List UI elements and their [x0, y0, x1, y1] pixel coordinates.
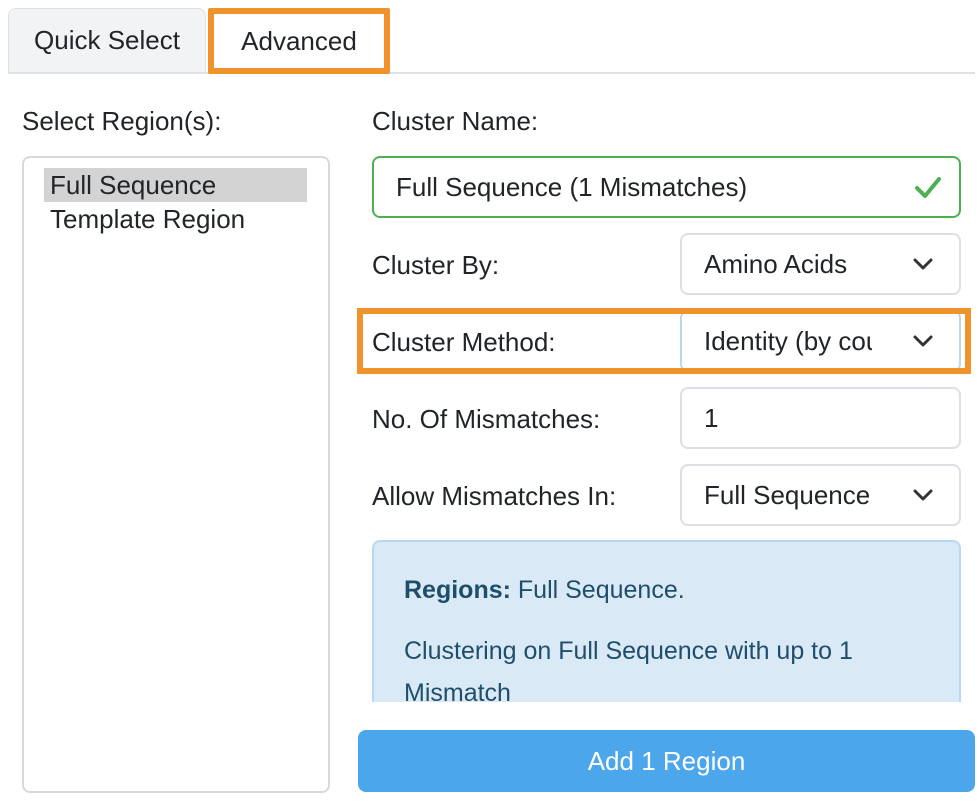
tab-quick-select[interactable]: Quick Select — [8, 8, 206, 72]
select-regions-label: Select Region(s): — [22, 106, 222, 136]
mismatches-label: No. Of Mismatches: — [372, 404, 601, 434]
mismatches-value: 1 — [704, 402, 719, 433]
add-region-button[interactable]: Add 1 Region — [358, 730, 975, 792]
region-list[interactable]: Full Sequence Template Region — [22, 156, 330, 793]
allow-mismatches-value: Full Sequence — [704, 479, 871, 510]
cluster-by-select[interactable]: Amino Acids — [680, 233, 961, 295]
info-box: Regions: Full Sequence. Clustering on Fu… — [372, 540, 961, 702]
region-item-full-sequence[interactable]: Full Sequence — [44, 168, 307, 202]
info-regions-value: Full Sequence. — [517, 576, 685, 604]
chevron-down-icon — [913, 335, 933, 347]
tab-bar: Quick Select Advanced — [8, 8, 975, 74]
region-item-template-region[interactable]: Template Region — [50, 204, 246, 234]
allow-mismatches-label: Allow Mismatches In: — [372, 481, 617, 511]
cluster-name-input[interactable]: Full Sequence (1 Mismatches) — [372, 156, 961, 218]
cluster-by-value: Amino Acids — [704, 248, 848, 279]
info-description: Clustering on Full Sequence with up to 1… — [404, 637, 853, 702]
chevron-down-icon — [913, 258, 933, 270]
mismatches-input[interactable]: 1 — [680, 387, 961, 449]
tab-advanced[interactable]: Advanced — [208, 8, 390, 74]
chevron-down-icon — [913, 489, 933, 501]
cluster-method-select[interactable]: Identity (by count) — [680, 310, 961, 372]
cluster-by-label: Cluster By: — [372, 250, 500, 280]
info-regions-line: Regions: Full Sequence. — [404, 576, 685, 605]
cluster-name-label: Cluster Name: — [372, 106, 539, 136]
cluster-method-label: Cluster Method: — [372, 327, 556, 357]
cluster-name-value: Full Sequence (1 Mismatches) — [396, 171, 748, 202]
check-icon — [915, 177, 941, 198]
info-regions-label: Regions: — [404, 576, 511, 604]
allow-mismatches-select[interactable]: Full Sequence — [680, 464, 961, 526]
cluster-method-value: Identity (by count) — [704, 325, 872, 356]
